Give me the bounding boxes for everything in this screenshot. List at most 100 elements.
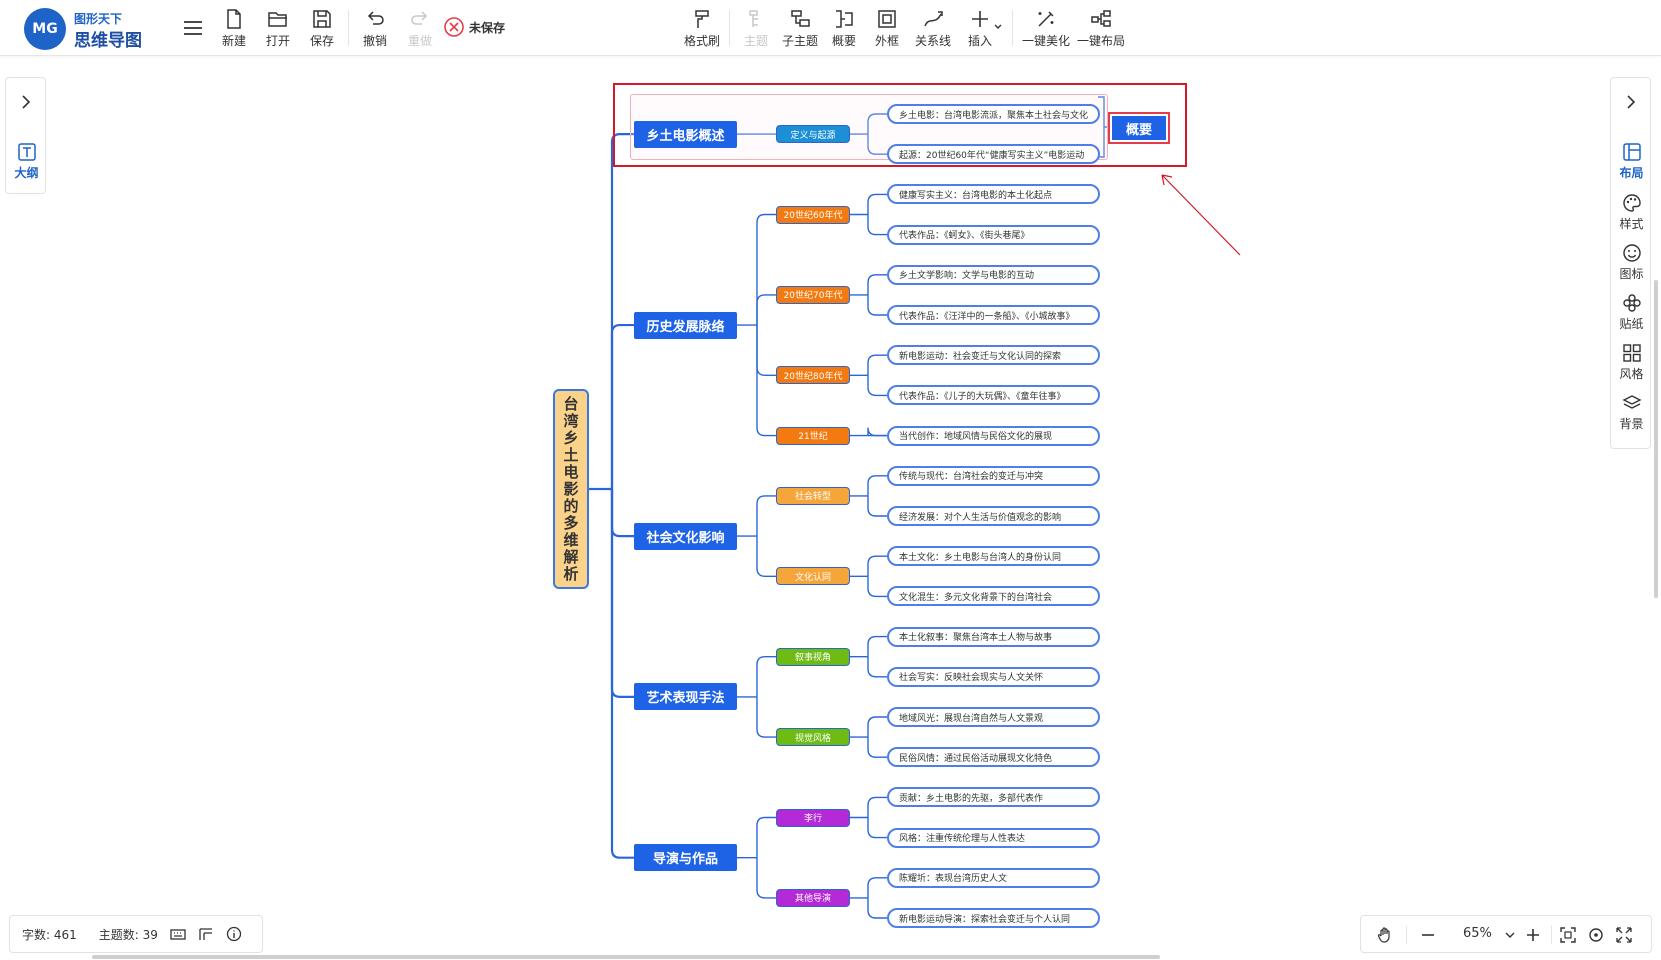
zoom-divider [1551,926,1552,944]
root-topic[interactable]: 台湾乡土电影的多维解析 [553,389,589,589]
save-icon [313,10,331,28]
zoom-level[interactable]: 65% [1463,926,1492,941]
leaf-topic[interactable]: 本土文化：乡土电影与台湾人的身份认同 [887,546,1100,567]
redo-label: 重做 [407,34,432,48]
main-topic[interactable]: 乡土电影概述 [634,120,737,148]
sub-topic[interactable]: 20世纪60年代 [776,205,850,224]
relation-line-button[interactable]: 关系线 [914,8,952,50]
beautify-button[interactable]: 一键美化 [1021,8,1071,50]
main-topic[interactable]: 导演与作品 [634,844,737,872]
sub-topic[interactable]: 李行 [776,808,850,827]
connector-line [867,897,887,919]
topic-button[interactable]: 主题 [741,8,771,50]
leaf-topic[interactable]: 代表作品：《汪洋中的一条船》、《小城故事》 [887,305,1100,325]
sub-topic[interactable]: 文化认同 [776,567,850,586]
summary-label: 概要 [831,34,856,48]
auto-layout-button[interactable]: 一键布局 [1076,8,1126,50]
mindmap-canvas[interactable]: 台湾乡土电影的多维解析 乡土电影：台湾电影流派，聚焦本土社会与文化起源：20世纪… [0,57,1661,952]
leaf-topic[interactable]: 民俗风情：通过民俗活动展现文化特色 [887,747,1100,768]
leaf-topic[interactable]: 陈耀圻：表现台湾历史人文 [887,867,1100,888]
logo-subtitle: 图形天下 [74,12,123,26]
format-painter-button[interactable]: 格式刷 [682,8,722,50]
layout-toggle-icon[interactable] [198,926,214,942]
leaf-topic[interactable]: 健康写实主义：台湾电影的本土化起点 [887,184,1100,205]
vertical-scrollbar[interactable] [1654,280,1658,598]
summary-node[interactable]: 概要 [1108,112,1170,144]
undo-button[interactable]: 撤销 [360,8,390,50]
redo-icon [411,11,428,25]
open-button[interactable]: 打开 [263,8,293,50]
topic-count: 主题数: 39 [98,927,158,942]
sub-topic[interactable]: 视觉风格 [776,728,850,747]
redo-button[interactable]: 重做 [405,8,435,50]
sub-topic[interactable]: 其他导演 [776,888,850,907]
icon-tab[interactable]: 图标 [1611,243,1652,282]
highlight-annotation-box [613,83,1187,167]
sub-topic[interactable]: 叙事视角 [776,647,850,666]
save-button[interactable]: 保存 [307,8,337,50]
outline-tab[interactable]: 大纲 [6,142,47,181]
chevron-right-icon[interactable] [16,92,36,112]
save-label: 保存 [309,34,334,48]
connector-line [867,475,887,496]
leaf-topic[interactable]: 代表作品：《儿子的大玩偶》、《童年往事》 [887,385,1100,406]
sub-topic[interactable]: 定义与起源 [776,125,850,144]
sub-topic[interactable]: 20世纪80年代 [776,366,850,385]
leaf-topic[interactable]: 风格：注重传统伦理与人性表达 [887,827,1100,848]
new-button[interactable]: 新建 [219,8,249,50]
chevron-down-icon[interactable] [993,22,1003,32]
leaf-topic[interactable]: 社会写实：反映社会现实与人文关怀 [887,666,1100,687]
leaf-topic[interactable]: 本土化叙事：聚焦台湾本土人物与故事 [887,626,1100,647]
hamburger-menu-icon[interactable] [183,18,203,38]
leaf-topic[interactable]: 乡土电影：台湾电影流派，聚焦本土社会与文化 [887,104,1100,124]
leaf-topic[interactable]: 地域风光：展现台湾自然与人文景观 [887,707,1100,727]
fit-screen-icon[interactable] [1559,926,1577,944]
leaf-topic[interactable]: 代表作品：《蚵女》、《街头巷尾》 [887,224,1100,245]
connector-line [867,656,887,678]
layers-icon [1621,395,1642,409]
left-side-panel: 大纲 [5,77,46,194]
locate-center-icon[interactable] [1587,926,1605,944]
main-topic[interactable]: 艺术表现手法 [634,683,737,711]
leaf-topic[interactable]: 贡献：乡土电影的先驱，多部代表作 [887,787,1100,808]
leaf-topic[interactable]: 文化混生：多元文化背景下的台湾社会 [887,586,1100,607]
sub-topic[interactable]: 社会转型 [776,486,850,505]
background-label: 背景 [1619,417,1644,431]
leaf-topic[interactable]: 经济发展：对个人生活与价值观念的影响 [887,506,1100,526]
leaf-topic[interactable]: 传统与现代：台湾社会的变迁与冲突 [887,465,1100,486]
leaf-topic[interactable]: 当代创作：地域风情与民俗文化的展现 [887,425,1100,446]
zoom-out-icon[interactable] [1419,926,1437,944]
hand-pan-icon[interactable] [1376,926,1394,944]
relation-line-icon [924,11,943,27]
background-tab[interactable]: 背景 [1611,393,1652,432]
zoom-divider [1406,926,1407,944]
summary-button[interactable]: 概要 [829,8,859,50]
frame-button[interactable]: 外框 [872,8,902,50]
new-label: 新建 [221,34,246,48]
fullscreen-icon[interactable] [1615,926,1633,944]
leaf-topic[interactable]: 新电影运动导演：探索社会变迁与个人认同 [887,908,1100,928]
frame-icon [878,10,896,28]
sub-topic[interactable]: 20世纪70年代 [776,285,850,304]
chevron-down-icon[interactable] [1504,926,1516,944]
theme-tab[interactable]: 风格 [1611,343,1652,382]
layout-tab[interactable]: 布局 [1611,142,1652,181]
app-logo[interactable]: MG 图形天下 思维导图 [24,8,156,51]
leaf-topic[interactable]: 新电影运动：社会变迁与文化认同的探索 [887,345,1100,366]
chevron-right-icon[interactable] [1621,92,1641,112]
zoom-in-icon[interactable] [1524,926,1542,944]
subtopic-button[interactable]: 子主题 [782,8,818,50]
leaf-topic[interactable]: 乡土文学影响：文学与电影的互动 [887,264,1100,285]
right-side-panel: 布局 样式 图标 贴纸 风格 背景 [1610,77,1651,449]
toolbar-divider [1012,10,1013,46]
sticker-tab[interactable]: 贴纸 [1611,293,1652,332]
sub-topic[interactable]: 21世纪 [776,426,850,445]
horizontal-scrollbar[interactable] [92,955,1160,959]
info-icon[interactable] [226,926,242,942]
keyboard-icon[interactable] [170,926,186,942]
main-topic[interactable]: 历史发展脉络 [634,311,737,339]
insert-button[interactable]: 插入 [965,8,995,50]
style-tab[interactable]: 样式 [1611,193,1652,232]
leaf-topic[interactable]: 起源：20世纪60年代“健康写实主义”电影运动 [887,144,1100,165]
main-topic[interactable]: 社会文化影响 [634,522,737,550]
